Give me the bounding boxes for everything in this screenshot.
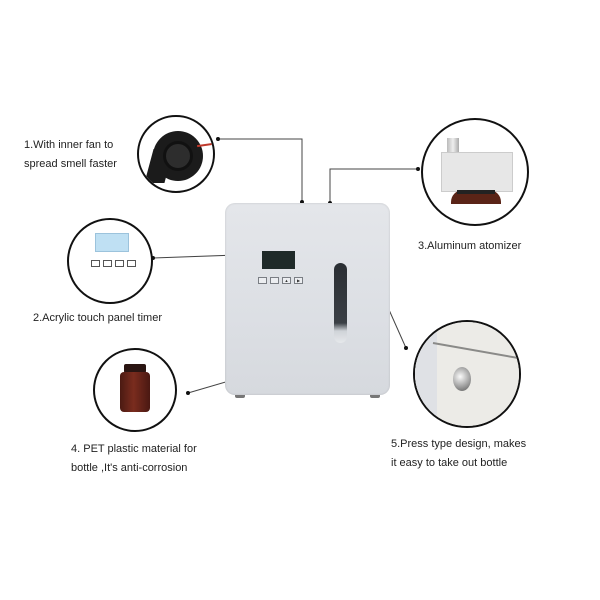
fan-icon	[144, 131, 203, 183]
press-detail-circle	[413, 320, 521, 428]
aroma-diffuser-device: ▲ ▶	[225, 203, 390, 398]
bottle-view-window	[334, 263, 347, 343]
feature-2-caption: 2.Acrylic touch panel timer	[33, 309, 162, 328]
caption-line: 1.With inner fan to	[24, 139, 114, 151]
seal-ring	[457, 190, 495, 194]
device-foot	[370, 395, 380, 398]
wire-icon	[197, 140, 213, 148]
panel-detail-circle	[67, 218, 153, 304]
ok-button[interactable]	[270, 277, 279, 284]
caption-line: spread smell faster	[24, 158, 117, 170]
lcd-display	[262, 251, 295, 269]
atomizer-pipe	[447, 138, 459, 152]
fan-detail-circle	[137, 115, 215, 193]
caption-line: 3.Aluminum atomizer	[418, 240, 522, 252]
atomizer-icon	[441, 152, 513, 192]
bottle-detail-circle	[93, 348, 177, 432]
control-buttons: ▲ ▶	[258, 277, 303, 284]
panel-buttons	[91, 260, 136, 267]
atomizer-detail-circle	[421, 118, 529, 226]
caption-line: 2.Acrylic touch panel timer	[33, 312, 162, 324]
menu-button[interactable]	[258, 277, 267, 284]
touch-panel-icon	[95, 233, 129, 252]
right-button[interactable]: ▶	[294, 277, 303, 284]
feature-5-caption: 5.Press type design, makes it easy to ta…	[391, 435, 526, 473]
caption-line: it easy to take out bottle	[391, 457, 508, 469]
press-button-icon	[453, 367, 471, 391]
caption-line: 4. PET plastic material for	[71, 443, 197, 455]
up-button[interactable]: ▲	[282, 277, 291, 284]
device-foot	[235, 395, 245, 398]
feature-3-caption: 3.Aluminum atomizer	[418, 237, 521, 256]
bottle-icon	[120, 372, 150, 412]
caption-line: 5.Press type design, makes	[391, 438, 527, 450]
bottle-cap	[124, 364, 146, 373]
feature-1-caption: 1.With inner fan to spread smell faster	[24, 136, 117, 174]
caption-line: bottle ,It's anti-corrosion	[71, 462, 188, 474]
feature-4-caption: 4. PET plastic material for bottle ,It's…	[71, 440, 197, 478]
